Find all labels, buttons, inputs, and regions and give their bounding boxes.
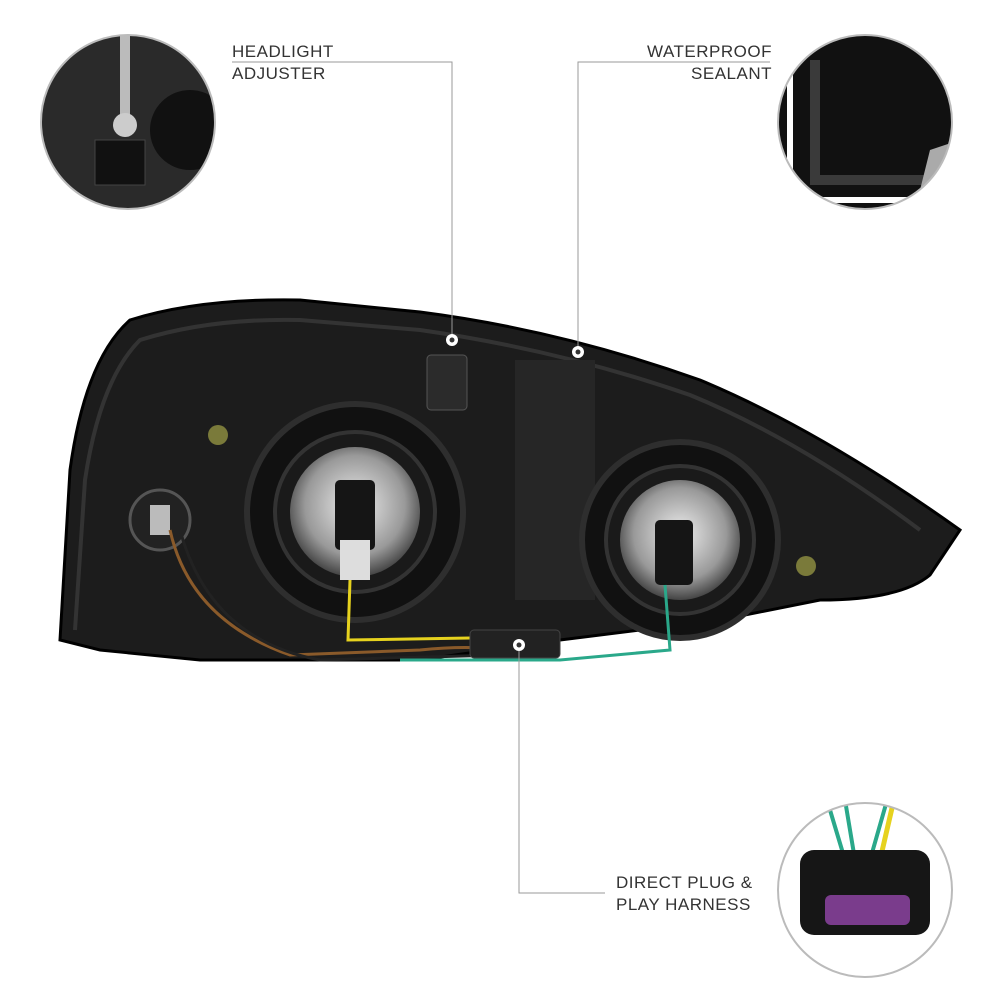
callout-lines (232, 61, 770, 894)
callout-label-line: WATERPROOF (647, 42, 772, 61)
high-beam-bulb (579, 439, 781, 641)
harness-inset (778, 803, 952, 977)
callout-waterproof-sealant: WATERPROOF SEALANT (647, 41, 772, 85)
callout-label-line: ADJUSTER (232, 64, 326, 83)
low-beam-bulb (244, 401, 466, 623)
headlight-housing (58, 298, 963, 662)
callout-plug-play-harness: DIRECT PLUG & PLAY HARNESS (616, 872, 753, 916)
callout-label-line: SEALANT (691, 64, 772, 83)
sealant-inset (778, 35, 952, 209)
adjuster-inset (41, 35, 215, 209)
callout-label-line: PLAY HARNESS (616, 895, 751, 914)
callout-label-line: DIRECT PLUG & (616, 873, 753, 892)
callout-headlight-adjuster: HEADLIGHT ADJUSTER (232, 41, 334, 85)
callout-dots (446, 334, 584, 651)
callout-label-line: HEADLIGHT (232, 42, 334, 61)
